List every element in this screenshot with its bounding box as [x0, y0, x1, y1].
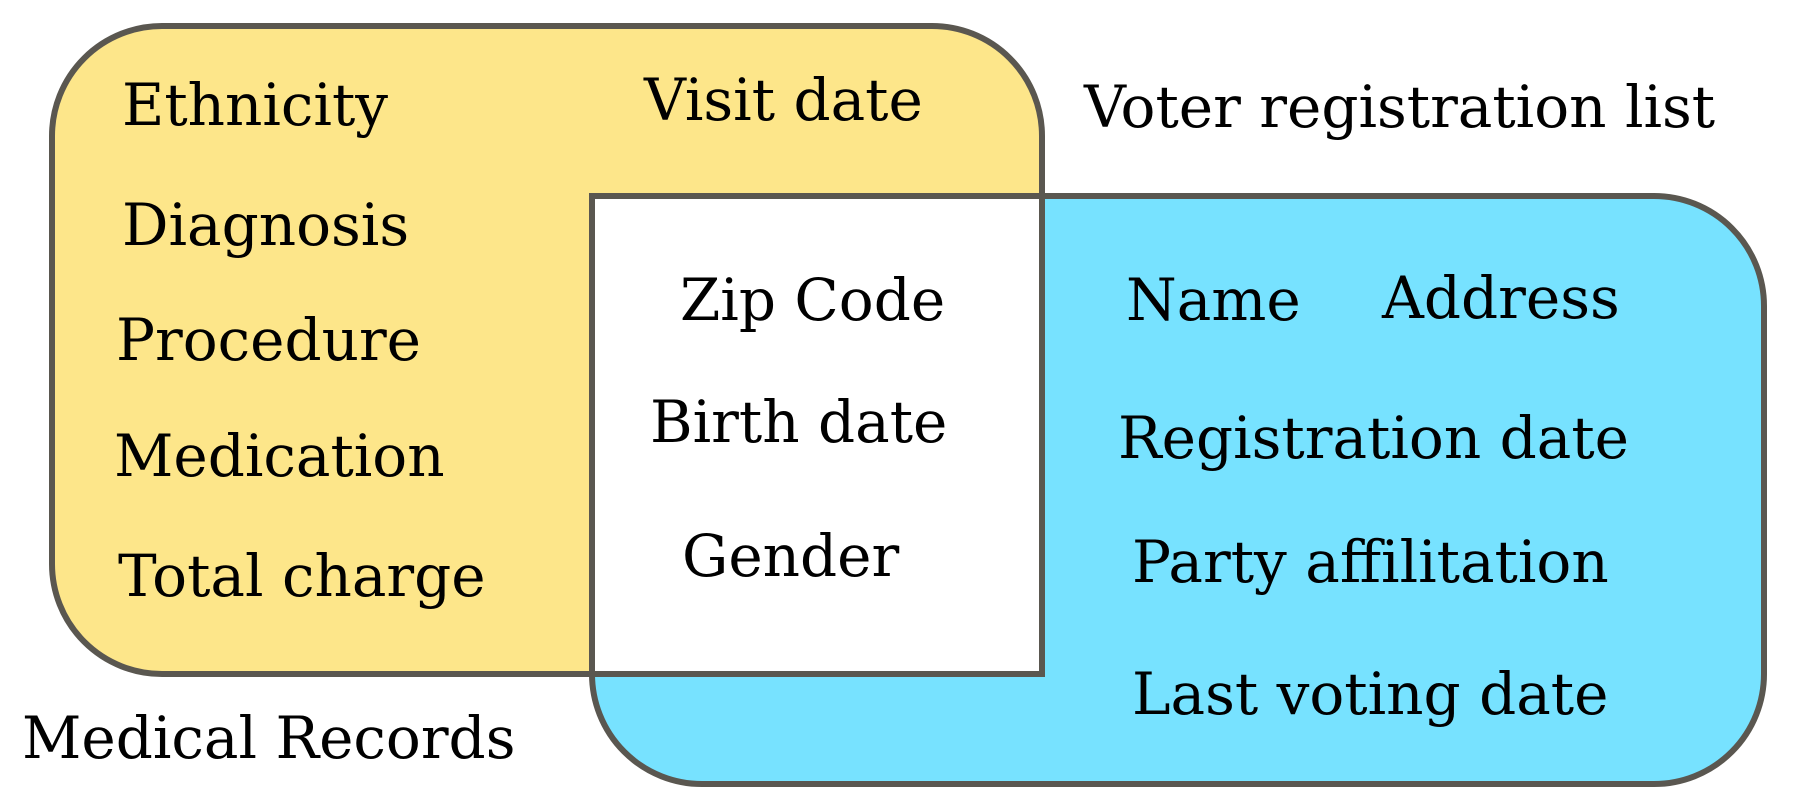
attr-medication: Medication [114, 422, 445, 490]
set-label-voter-registration: Voter registration list [1083, 73, 1715, 141]
attr-total-charge: Total charge [118, 542, 486, 610]
attr-name: Name [1126, 266, 1301, 334]
attr-zip-code: Zip Code [680, 266, 945, 334]
attr-procedure: Procedure [116, 306, 421, 374]
attr-address: Address [1381, 264, 1620, 332]
attr-last-voting-date: Last voting date [1132, 660, 1608, 728]
attr-birth-date: Birth date [650, 388, 947, 456]
attr-visit-date: Visit date [643, 66, 923, 134]
attr-party-affiliation: Party affilitation [1132, 528, 1609, 596]
attr-gender: Gender [682, 522, 899, 590]
attr-ethnicity: Ethnicity [122, 71, 388, 139]
attr-diagnosis: Diagnosis [122, 191, 409, 259]
overlap-region [589, 193, 1045, 677]
attr-registration-date: Registration date [1118, 404, 1629, 472]
set-label-medical-records: Medical Records [22, 704, 515, 772]
